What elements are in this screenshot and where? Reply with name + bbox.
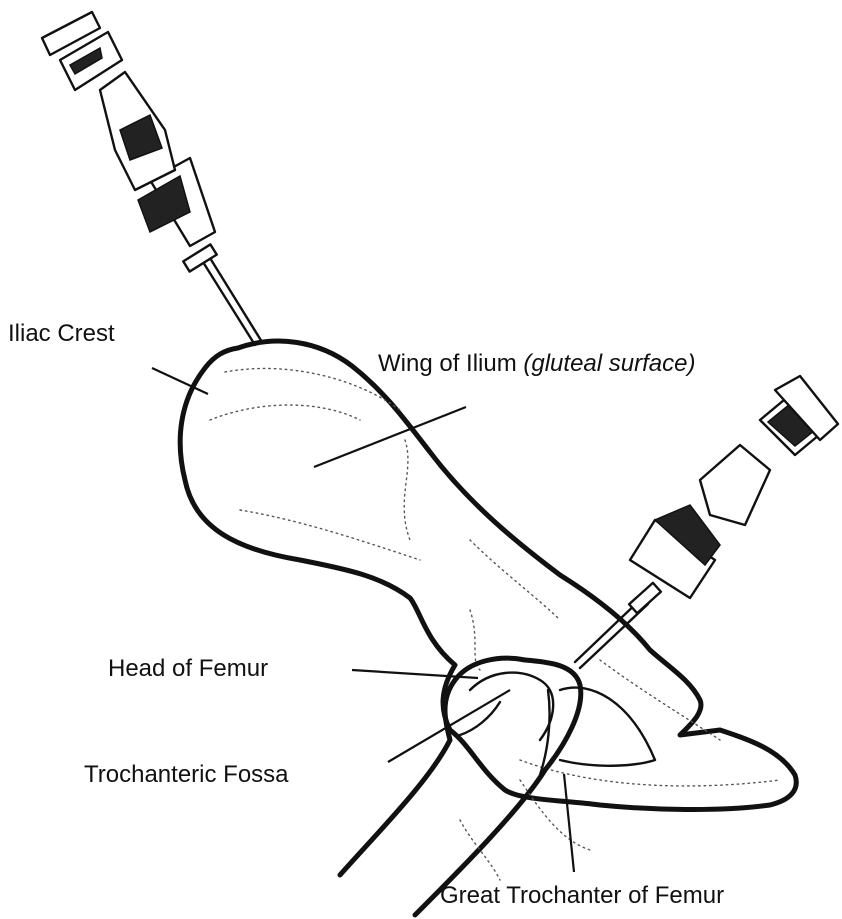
label-great-trochanter: Great Trochanter of Femur bbox=[440, 884, 724, 908]
leader-great-trochanter bbox=[564, 774, 574, 872]
femur-bone-icon bbox=[340, 658, 590, 915]
leader-wing-of-ilium bbox=[314, 407, 466, 467]
leader-lines bbox=[152, 368, 574, 872]
bone-marrow-needle-icon bbox=[42, 12, 262, 345]
bone-marrow-needle-icon bbox=[575, 376, 838, 668]
label-trochanteric-fossa: Trochanteric Fossa bbox=[84, 763, 289, 787]
label-head-of-femur: Head of Femur bbox=[108, 657, 268, 681]
label-wing-of-ilium: Wing of Ilium (gluteal surface) bbox=[378, 352, 695, 376]
label-wing-of-ilium-main: Wing of Ilium bbox=[378, 350, 517, 377]
label-wing-of-ilium-note: (gluteal surface) bbox=[523, 350, 695, 377]
label-iliac-crest: Iliac Crest bbox=[8, 322, 115, 346]
leader-trochanteric-fossa bbox=[388, 690, 510, 762]
